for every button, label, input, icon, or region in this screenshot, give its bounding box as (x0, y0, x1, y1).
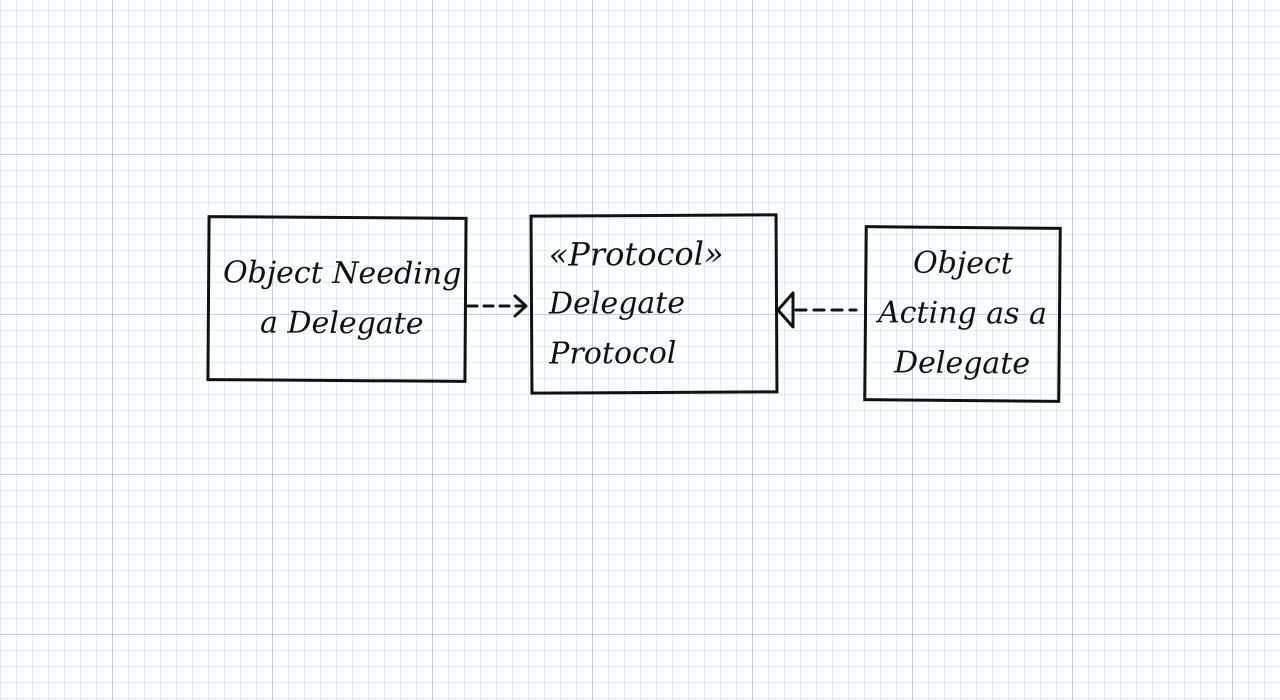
delegate-protocol-box: «Protocol» Delegate Protocol (529, 213, 779, 395)
box-label-line: Delegate (893, 345, 1031, 382)
box-label-line: Delegate (548, 285, 686, 322)
box-label-line: a Delegate (259, 305, 424, 342)
object-acting-as-delegate-box: Object Acting as a Delegate (863, 225, 1062, 403)
box-label-line: Object Needing (222, 255, 462, 292)
box-label-line: Acting as a (877, 295, 1048, 332)
box-label-line: Protocol (549, 335, 677, 372)
box-label-line: Object (912, 245, 1013, 282)
realization-arrow (776, 291, 858, 329)
dependency-arrow (466, 294, 528, 318)
protocol-stereotype-label: «Protocol» (548, 234, 724, 274)
object-needing-delegate-box: Object Needing a Delegate (206, 215, 468, 383)
